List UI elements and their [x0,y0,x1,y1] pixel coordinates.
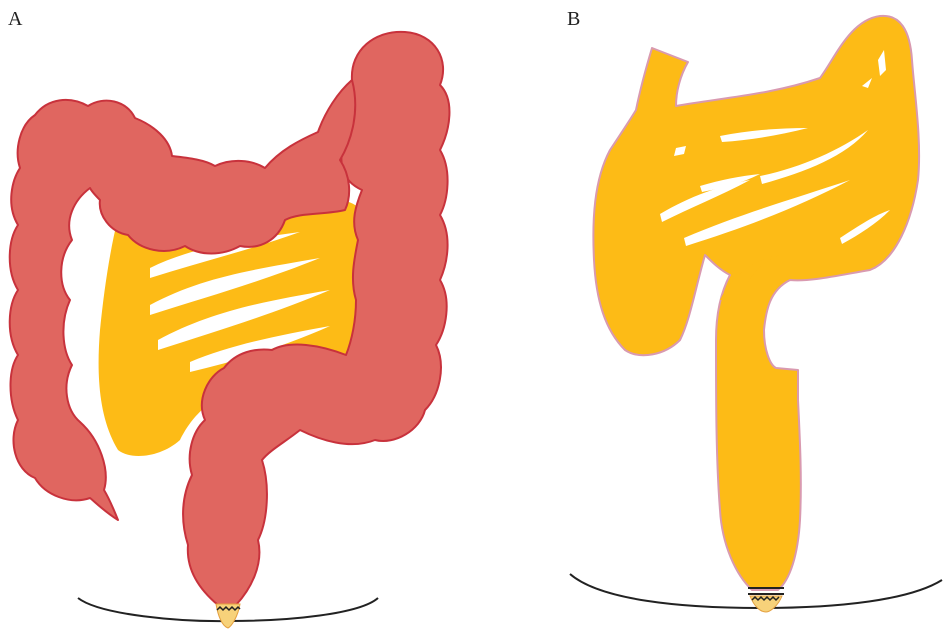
panel-a-illustration [10,32,450,628]
panel-b-mesentery-fat [593,16,919,590]
panel-b-illustration [570,16,942,612]
